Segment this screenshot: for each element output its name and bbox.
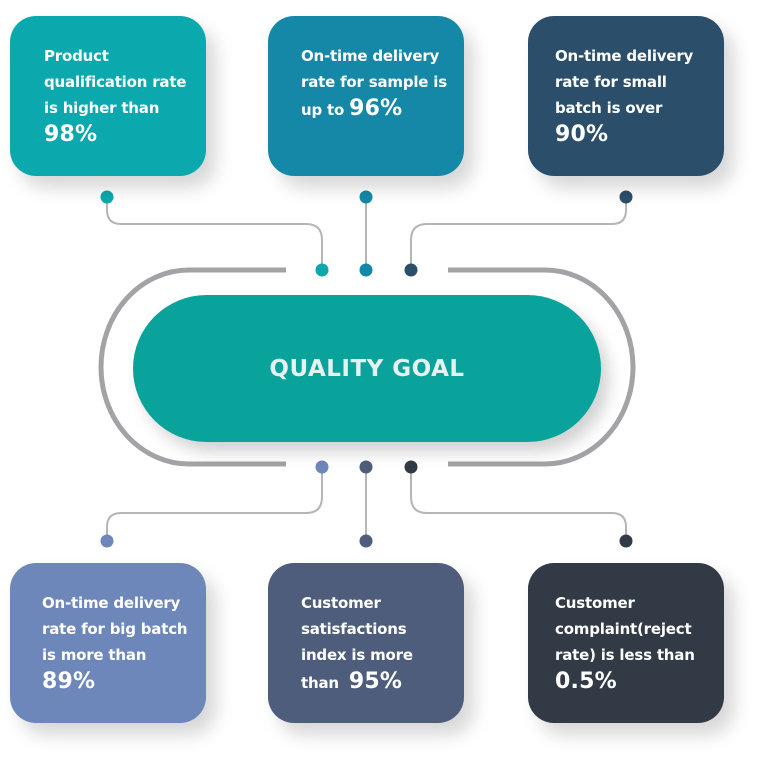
card-value: 95% xyxy=(348,669,403,694)
wire-small-batch-delivery xyxy=(410,197,627,270)
card-product-qualification: Product qualification rate is higher tha… xyxy=(10,16,206,176)
card-line: batch is over xyxy=(555,99,663,117)
card-value: 98% xyxy=(44,122,98,147)
card-line: On-time delivery xyxy=(301,47,440,65)
dot-ring-sample-delivery xyxy=(359,263,373,277)
dot-ring-customer-satisfaction xyxy=(359,460,373,474)
card-value: 0.5% xyxy=(555,669,617,694)
card-small-batch-delivery: On-time delivery rate for small batch is… xyxy=(528,16,724,176)
outer-ring-right xyxy=(448,267,636,467)
card-value-line: than 95% xyxy=(301,668,444,697)
card-line: qualification rate xyxy=(44,73,187,91)
card-line: On-time delivery xyxy=(555,47,694,65)
wire-product-qualification xyxy=(106,197,323,270)
dot-ring-small-batch-delivery xyxy=(404,263,418,277)
dot-card-customer-complaint xyxy=(619,534,633,548)
quality-goal-pill: QUALITY GOAL xyxy=(133,295,601,442)
dot-ring-big-batch-delivery xyxy=(315,460,329,474)
card-sample-delivery: On-time delivery rate for sample is up t… xyxy=(268,16,464,176)
card-line: Customer xyxy=(301,594,381,612)
card-line: complaint(reject xyxy=(555,620,692,638)
card-line: satisfactions xyxy=(301,620,407,638)
card-line: is more than xyxy=(42,646,147,664)
card-line: On-time delivery xyxy=(42,594,181,612)
dot-ring-customer-complaint xyxy=(404,460,418,474)
card-value: 90% xyxy=(555,122,609,147)
dot-card-sample-delivery xyxy=(359,190,373,204)
card-value-line: 98% xyxy=(44,121,186,150)
card-line: Customer xyxy=(555,594,635,612)
card-line: index is more xyxy=(301,646,413,664)
card-value-line: 90% xyxy=(555,121,704,150)
card-customer-satisfaction: Customer satisfactions index is more tha… xyxy=(268,563,464,723)
card-line: is higher than xyxy=(44,99,160,117)
card-value-line: 0.5% xyxy=(555,668,704,697)
dot-card-customer-satisfaction xyxy=(359,534,373,548)
card-value: 89% xyxy=(42,669,96,694)
card-value-line: up to 96% xyxy=(301,95,444,124)
card-line: Product xyxy=(44,47,109,65)
card-value-line: 89% xyxy=(42,668,186,697)
card-prefix: than xyxy=(301,674,339,692)
wire-customer-complaint xyxy=(410,467,627,541)
quality-goal-title: QUALITY GOAL xyxy=(269,355,465,382)
dot-card-product-qualification xyxy=(100,190,114,204)
card-line: rate for big batch xyxy=(42,620,188,638)
card-customer-complaint: Customer complaint(reject rate) is less … xyxy=(528,563,724,723)
wire-big-batch-delivery xyxy=(106,467,323,541)
card-line: rate for sample is xyxy=(301,73,447,91)
outer-ring-top xyxy=(98,267,286,467)
dot-ring-product-qualification xyxy=(315,263,329,277)
card-value: 96% xyxy=(349,96,403,121)
card-line: rate) is less than xyxy=(555,646,695,664)
dot-card-big-batch-delivery xyxy=(100,534,114,548)
card-big-batch-delivery: On-time delivery rate for big batch is m… xyxy=(10,563,206,723)
card-prefix: up to xyxy=(301,101,345,119)
dot-card-small-batch-delivery xyxy=(619,190,633,204)
card-line: rate for small xyxy=(555,73,667,91)
